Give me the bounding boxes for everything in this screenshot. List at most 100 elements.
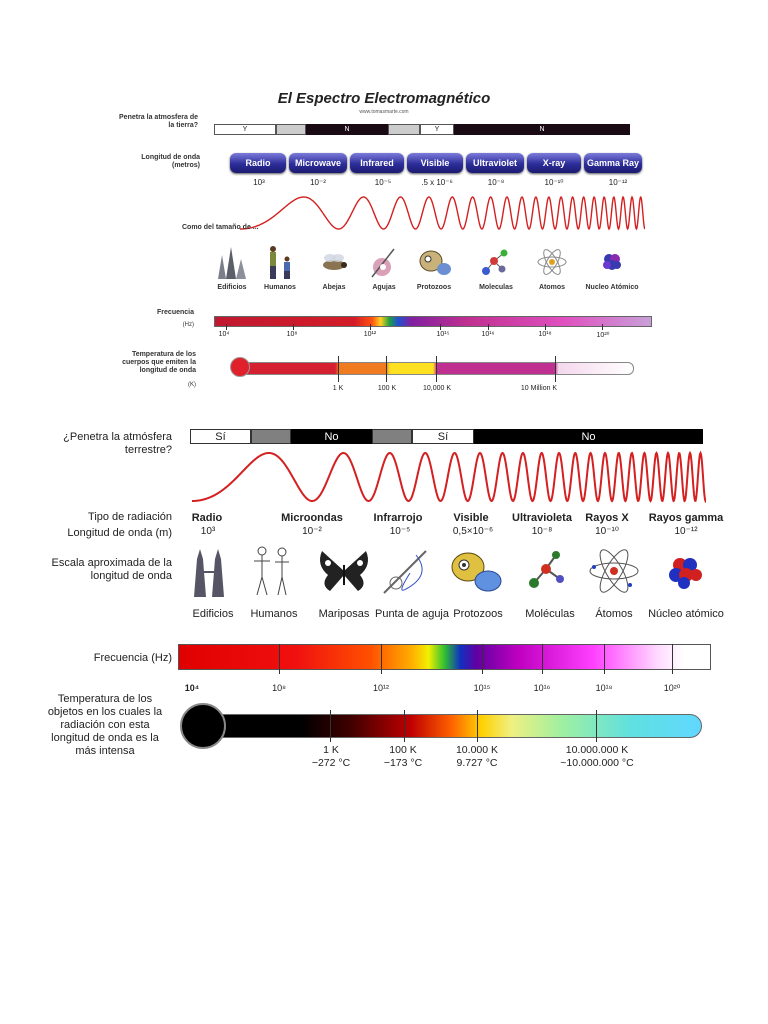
bottom-freq-0: 10⁴ bbox=[184, 683, 200, 693]
top-freq-6: 10²⁰ bbox=[596, 332, 610, 339]
bottom-temp-tick-1 bbox=[404, 710, 405, 742]
bottom-temp-tick-0 bbox=[330, 710, 331, 742]
band-pill-visible: Visible bbox=[407, 153, 463, 173]
top-freq-tick-5 bbox=[545, 324, 546, 330]
bottom-obj-6: Átomos bbox=[595, 608, 633, 620]
top-obj-2: Abejas bbox=[322, 284, 346, 291]
top-wave-icon bbox=[240, 195, 645, 231]
bottom-atmo-seg-2 bbox=[251, 429, 291, 444]
bottom-band-6: Rayos gamma bbox=[648, 512, 724, 524]
top-temp-tick-3 bbox=[555, 356, 556, 382]
bottom-freq-4: 10¹⁶ bbox=[533, 683, 551, 693]
bottom-freq-6: 10²⁰ bbox=[663, 683, 681, 693]
needle-icon bbox=[366, 245, 402, 279]
top-temp-tick-1 bbox=[386, 356, 387, 382]
bottom-obj-4: Protozoos bbox=[453, 608, 503, 620]
bee-icon bbox=[316, 245, 352, 279]
bottom-temp-1-k: 100 K bbox=[389, 744, 417, 756]
bottom-freq-tick-1 bbox=[279, 644, 280, 674]
bottom-wl-3: 0,5×10⁻⁶ bbox=[452, 526, 494, 537]
top-temp-3: 10 Million K bbox=[520, 385, 558, 392]
bottom-wl-0: 10³ bbox=[200, 526, 216, 537]
bottom-atmo-seg-6: No bbox=[474, 429, 703, 444]
top-temp-1: 100 K bbox=[377, 385, 397, 392]
bottom-obj-0: Edificios bbox=[192, 608, 234, 620]
top-wl-4: 10⁻⁸ bbox=[487, 178, 505, 187]
top-freq-label: Frecuencia bbox=[157, 309, 194, 316]
bottom-temp-1: 100 K −173 °C bbox=[353, 744, 453, 770]
bottom-atmo-seg-3: No bbox=[291, 429, 372, 444]
molecule-bottom-icon bbox=[516, 545, 576, 597]
top-freq-tick-2 bbox=[370, 324, 371, 330]
atom-icon bbox=[534, 245, 570, 279]
bottom-temp-0-c: −272 °C bbox=[311, 757, 351, 769]
top-freq-4: 10¹⁶ bbox=[481, 331, 495, 338]
humans-icon bbox=[262, 245, 298, 279]
bottom-temp-2: 10.000 K 9.727 °C bbox=[427, 744, 527, 770]
bottom-wl-5: 10⁻¹⁰ bbox=[595, 526, 619, 537]
top-freq-unit: (Hz) bbox=[182, 322, 194, 328]
bottom-atmo-seg-5: Sí bbox=[412, 429, 474, 444]
top-atmo-seg-1: Y bbox=[214, 124, 276, 135]
bottom-temp-3-k: 10.000.000 K bbox=[565, 744, 629, 756]
bottom-penetrates-label: ¿Penetra la atmósfera terrestre? bbox=[63, 431, 172, 456]
bottom-wl-2: 10⁻⁵ bbox=[389, 526, 411, 537]
top-atmo-seg-2 bbox=[276, 124, 306, 135]
band-pill-gamma: Gamma Ray bbox=[584, 153, 642, 173]
top-wavelength-label: Longitud de onda (metros) bbox=[141, 154, 200, 169]
top-freq-tick-3 bbox=[440, 324, 441, 330]
band-pill-microwave: Microwave bbox=[289, 153, 347, 173]
bottom-temp-2-k: 10.000 K bbox=[455, 744, 499, 756]
nucleus-bottom-icon bbox=[656, 545, 716, 597]
molecule-icon bbox=[476, 245, 512, 279]
top-obj-5: Moleculas bbox=[479, 284, 513, 291]
bottom-freq-tick-3 bbox=[482, 644, 483, 674]
top-freq-3: 10¹⁵ bbox=[436, 331, 450, 338]
top-obj-7: Nucleo Atómico bbox=[585, 284, 639, 291]
bottom-temp-1-c: −173 °C bbox=[383, 757, 423, 769]
bottom-obj-1: Humanos bbox=[250, 608, 298, 620]
top-freq-tick-1 bbox=[293, 324, 294, 330]
bottom-freq-1: 10⁸ bbox=[272, 683, 286, 693]
nucleus-icon bbox=[594, 245, 630, 279]
band-pill-ultraviolet: Ultraviolet bbox=[466, 153, 524, 173]
bottom-band-2: Infrarrojo bbox=[373, 512, 423, 524]
top-freq-2: 10¹² bbox=[363, 331, 377, 338]
top-size-label: Como del tamaño de ... bbox=[182, 224, 259, 231]
bottom-wl-1: 10⁻² bbox=[302, 526, 322, 537]
bottom-atmo-seg-1: Sí bbox=[190, 429, 251, 444]
band-pill-xray: X-ray bbox=[527, 153, 581, 173]
diagram-title: El Espectro Electromagnético bbox=[277, 90, 491, 107]
top-atmo-seg-3: N bbox=[306, 124, 388, 135]
top-atmo-seg-4 bbox=[388, 124, 420, 135]
bottom-freq-tick-4 bbox=[542, 644, 543, 674]
bottom-band-5: Rayos X bbox=[585, 512, 629, 524]
butterfly-icon bbox=[314, 545, 374, 597]
bottom-freq-2: 10¹² bbox=[372, 683, 389, 693]
top-obj-4: Protozoos bbox=[416, 284, 452, 291]
bottom-temp-3: 10.000.000 K ~10.000.000 °C bbox=[547, 744, 647, 770]
top-thermometer bbox=[240, 362, 634, 375]
top-wl-1: 10⁻² bbox=[310, 178, 326, 187]
bottom-wavelength-label: Longitud de onda (m) bbox=[67, 527, 172, 539]
bottom-freq-tick-2 bbox=[381, 644, 382, 674]
bottom-temp-0: 1 K −272 °C bbox=[281, 744, 381, 770]
bottom-band-0: Radio bbox=[191, 512, 223, 524]
bottom-temp-0-k: 1 K bbox=[323, 744, 339, 756]
towers-icon bbox=[180, 545, 240, 597]
bottom-temp-2-c: 9.727 °C bbox=[456, 757, 498, 769]
top-freq-tick-0 bbox=[226, 324, 227, 330]
source-url: www.tomasmarte.com bbox=[359, 109, 409, 115]
top-temp-0: 1 K bbox=[332, 385, 344, 392]
bottom-temp-label: Temperatura de los objetos en los cuales… bbox=[47, 693, 163, 757]
top-atmo-seg-6: N bbox=[454, 124, 630, 135]
atom-bottom-icon bbox=[584, 545, 644, 597]
bottom-type-label: Tipo de radiación bbox=[88, 511, 172, 523]
top-freq-0: 10⁴ bbox=[218, 331, 230, 338]
bottom-atmo-seg-4 bbox=[372, 429, 412, 444]
top-freq-1: 10⁸ bbox=[286, 331, 298, 338]
band-pill-infrared: Infrared bbox=[350, 153, 404, 173]
top-wl-3: .5 x 10⁻⁶ bbox=[421, 178, 453, 187]
top-wl-6: 10⁻¹² bbox=[608, 178, 628, 187]
top-wl-5: 10⁻¹⁰ bbox=[544, 178, 564, 187]
